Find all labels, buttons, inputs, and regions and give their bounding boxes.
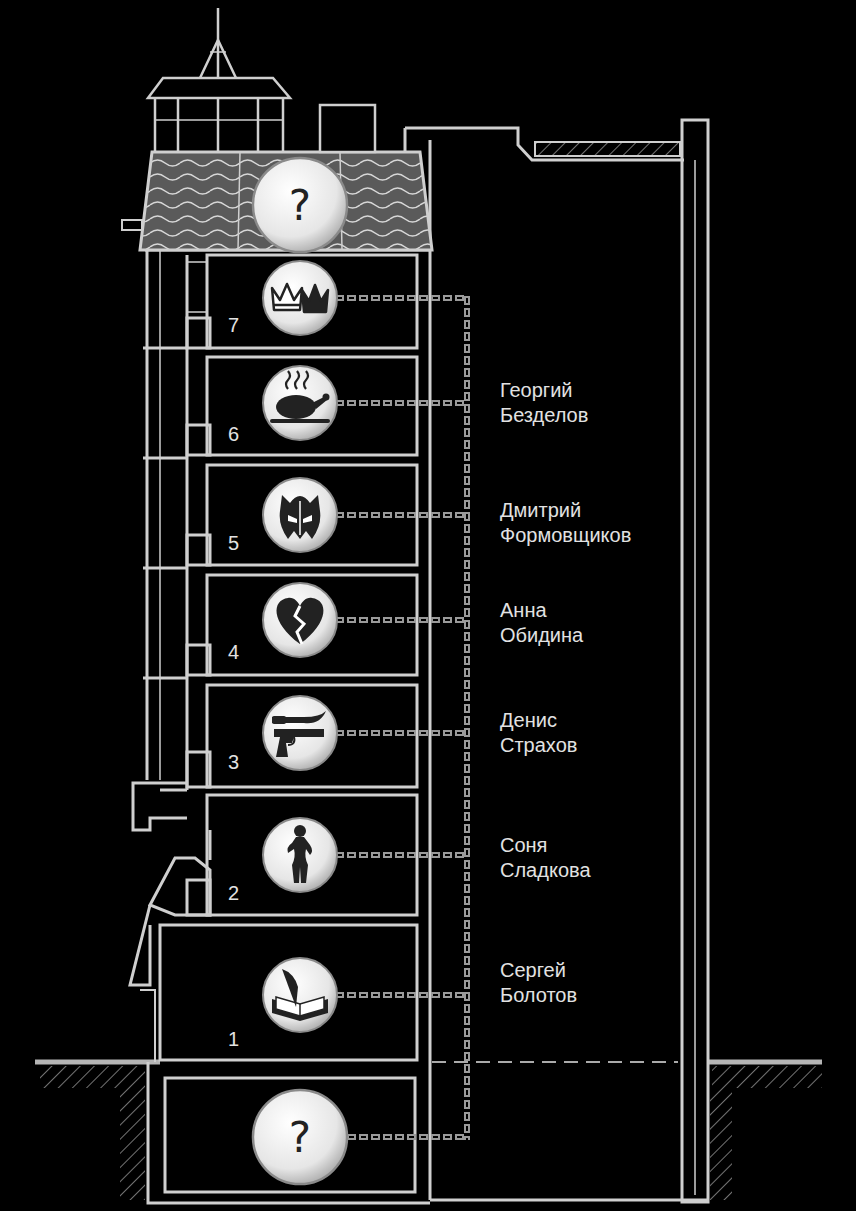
resident-name: Денис Страхов [500,708,577,758]
chains [335,296,467,1140]
floor-number: 3 [228,751,239,773]
floor-number: 1 [228,1028,239,1050]
floor-number: 7 [228,314,239,336]
resident-name: Дмитрий Формовщиков [500,498,631,548]
resident-name: Сергей Болотов [500,958,577,1008]
floor-number: 4 [228,641,239,663]
roast-chicken-icon [270,371,330,423]
question-disc: ? [251,1088,349,1186]
node-text: ? [251,1088,349,1186]
node-text: ? [251,156,349,254]
knife-pistol-icon [272,711,326,757]
resident-name: Георгий Безделов [500,378,588,428]
woman-silhouette-icon [288,825,313,883]
floor-number: 2 [228,882,239,904]
walls [130,120,708,1203]
icon-discs [263,261,337,1032]
broken-heart-icon [277,598,324,644]
floor-number: 6 [228,423,239,445]
helmet-icon [280,495,321,539]
resident-name: Анна Обидина [500,598,583,648]
resident-name: Соня Сладкова [500,833,591,883]
floor-number: 5 [228,532,239,554]
book-quill-icon [272,969,328,1021]
question-disc: ? [251,156,349,254]
crowns-icon [272,284,328,312]
